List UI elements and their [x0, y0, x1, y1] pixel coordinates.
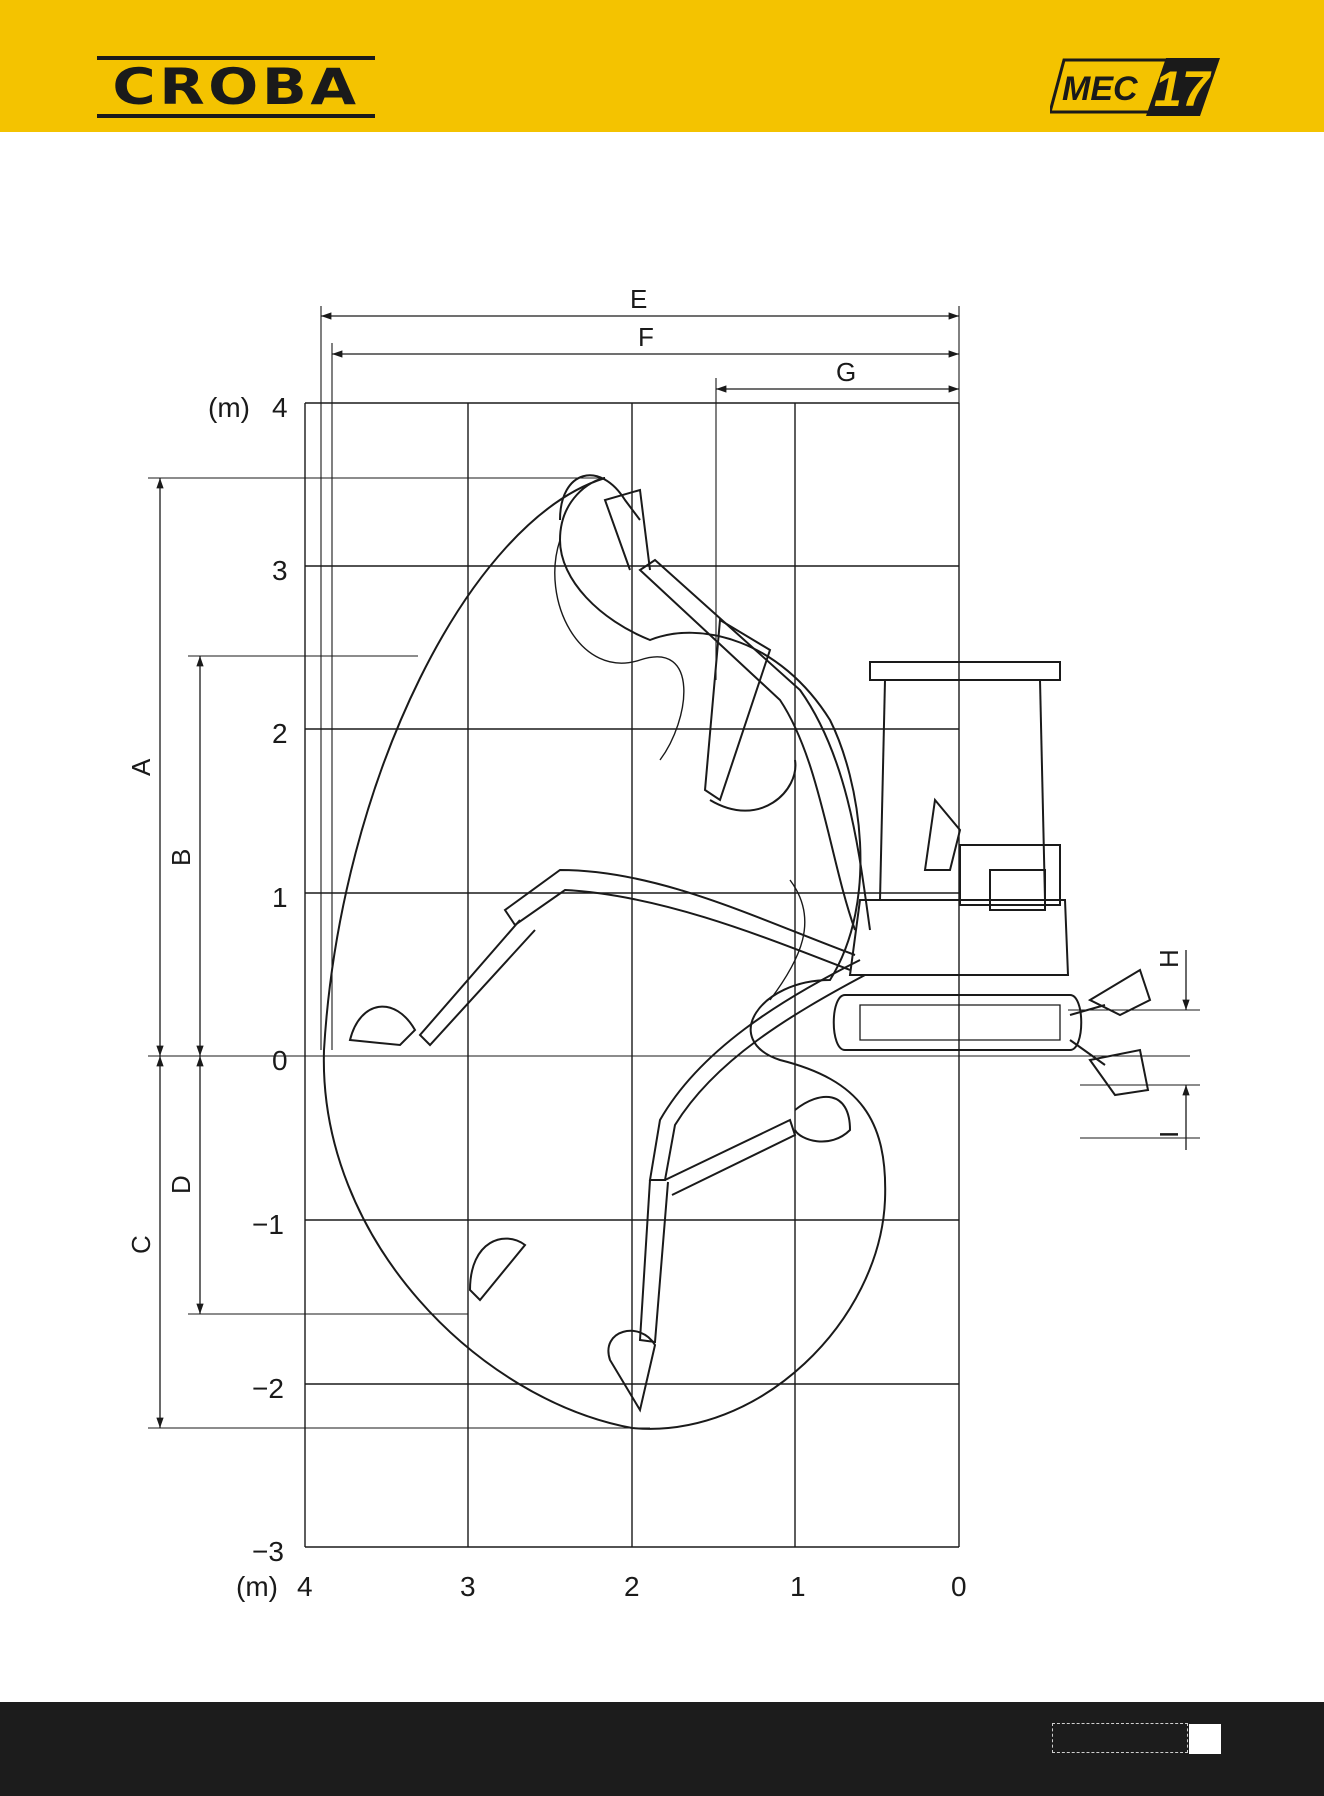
bucket-low-2 — [795, 1097, 850, 1142]
logo-bottom-rule — [97, 114, 375, 118]
excavator — [834, 662, 1150, 1095]
dim-label-e: E — [630, 284, 647, 314]
footer-band — [0, 1702, 1324, 1796]
y-tick-neg1: −1 — [252, 1209, 284, 1240]
page-marker — [1189, 1724, 1221, 1754]
track-frame — [834, 995, 1082, 1050]
dimension-arrows — [160, 316, 1186, 1428]
x-tick-2: 2 — [624, 1571, 640, 1602]
bucket-deep — [470, 1239, 525, 1300]
inner-arc — [555, 540, 805, 1000]
y-tick-neg2: −2 — [252, 1373, 284, 1404]
dim-label-c: C — [126, 1235, 156, 1254]
operator-seat — [925, 800, 960, 870]
arm-low-2 — [665, 1120, 795, 1195]
y-tick-2: 2 — [272, 718, 288, 749]
reach-envelope — [324, 478, 885, 1429]
y-tick-neg3: −3 — [252, 1536, 284, 1567]
dim-label-b: B — [166, 849, 196, 866]
y-tick-0: 0 — [272, 1045, 288, 1076]
y-tick-1: 1 — [272, 882, 288, 913]
dim-label-h: H — [1154, 949, 1184, 968]
croba-logo: CROBA — [97, 56, 375, 118]
page-number-box — [1052, 1723, 1188, 1753]
x-tick-1: 1 — [790, 1571, 806, 1602]
y-tick-3: 3 — [272, 555, 288, 586]
unit-label-y: (m) — [208, 392, 250, 423]
canopy-roof — [870, 662, 1060, 680]
arm-low — [640, 1180, 668, 1342]
x-tick-0: 0 — [951, 1571, 967, 1602]
mec17-logo: MEC 17 — [1050, 54, 1220, 118]
model-prefix: MEC — [1062, 70, 1138, 108]
dozer-blade-up — [1090, 970, 1150, 1015]
working-range-diagram: (m) 4 3 2 1 0 −1 −2 −3 (m) 4 3 2 1 0 E F… — [0, 132, 1324, 1702]
x-tick-4: 4 — [297, 1571, 313, 1602]
dimension-letters: E F G A B C D H I — [126, 284, 1184, 1254]
boom-positions — [350, 475, 870, 1410]
dozer-blade-down — [1090, 1050, 1148, 1095]
dim-label-f: F — [638, 322, 654, 352]
y-tick-4: 4 — [272, 392, 288, 423]
header-band: CROBA MEC 17 — [0, 0, 1324, 132]
brand-name: CROBA — [72, 61, 400, 113]
boom-mid — [505, 870, 855, 970]
axis-labels: (m) 4 3 2 1 0 −1 −2 −3 (m) 4 3 2 1 0 — [208, 392, 967, 1602]
x-tick-3: 3 — [460, 1571, 476, 1602]
boom-low — [650, 960, 865, 1180]
arm-high-2 — [705, 620, 770, 800]
boom-high — [640, 560, 870, 930]
track-inner — [860, 1005, 1060, 1040]
bucket-mid — [350, 1007, 415, 1045]
dim-label-d: D — [166, 1175, 196, 1194]
dim-label-g: G — [836, 357, 856, 387]
unit-label-x: (m) — [236, 1571, 278, 1602]
bucket-high — [560, 475, 640, 520]
bucket-high-2 — [710, 760, 795, 811]
dim-label-a: A — [126, 758, 156, 776]
dim-label-i: I — [1154, 1131, 1184, 1138]
extension-lines — [148, 306, 1200, 1428]
arm-mid — [420, 920, 535, 1045]
model-number: 17 — [1154, 61, 1212, 117]
